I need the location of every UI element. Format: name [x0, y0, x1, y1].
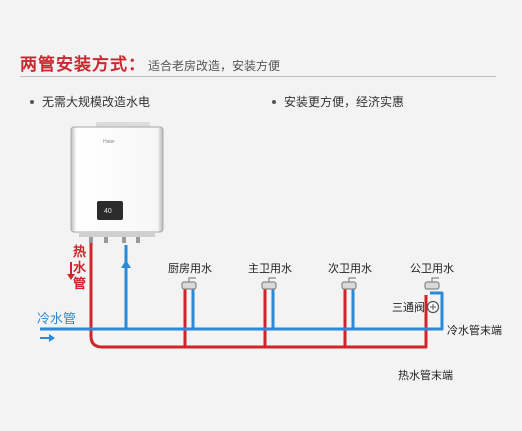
header-divider — [20, 76, 496, 77]
hot-pipe-end-label: 热水管末端 — [398, 368, 453, 382]
faucet-icon — [424, 277, 440, 290]
faucet-icon — [261, 277, 277, 290]
heater-display-panel — [97, 201, 123, 220]
heater-display-value: 40 — [104, 208, 112, 215]
heater-brand-logo: Haier — [103, 139, 115, 145]
cold-inflow-arrow-right-icon — [40, 334, 55, 342]
heater-bottom — [79, 232, 155, 237]
cold-flow-arrow-up-icon — [121, 260, 131, 276]
section-title: 两管安装方式： — [20, 55, 146, 74]
cold-pipe-label: 冷水管 — [37, 311, 76, 326]
section-subtitle: 适合老房改造，安装方便 — [148, 59, 281, 73]
heater-fitting — [136, 237, 140, 243]
water-heater: Haier 40 — [70, 122, 164, 243]
bullet-dot-icon — [272, 99, 276, 104]
hot-water-label-char: 水 — [73, 260, 87, 275]
section-header: 两管安装方式： 适合老房改造，安装方便 — [20, 50, 280, 75]
bullet-item: 安装更方便，经济实惠 — [272, 93, 404, 110]
hot-water-label-char: 热 — [73, 244, 86, 259]
kitchen-label: 厨房用水 — [168, 262, 212, 275]
public-bath-label: 公卫用水 — [410, 262, 454, 275]
hot-water-pipe — [89, 243, 428, 349]
three-way-valve-icon — [426, 300, 440, 314]
hot-flow-arrow-down-icon — [67, 262, 75, 280]
master-bath-label: 主卫用水 — [248, 262, 292, 275]
heater-fitting — [122, 237, 126, 243]
three-way-valve-label: 三通阀 — [392, 300, 425, 314]
faucet-icon — [181, 277, 197, 290]
hot-water-label-char: 管 — [73, 276, 86, 291]
cold-water-pipe — [40, 245, 444, 331]
bullet-dot-icon — [30, 99, 34, 104]
cold-pipe-end-label: 冷水管末端 — [447, 323, 502, 337]
heater-fitting — [104, 237, 108, 243]
bullet-text: 安装更方便，经济实惠 — [284, 95, 405, 109]
heater-fitting — [89, 237, 93, 243]
bullet-text: 无需大规模改造水电 — [42, 95, 151, 109]
second-bath-label: 次卫用水 — [328, 261, 372, 275]
faucet-icon — [341, 277, 357, 290]
bullet-item: 无需大规模改造水电 — [30, 93, 150, 110]
